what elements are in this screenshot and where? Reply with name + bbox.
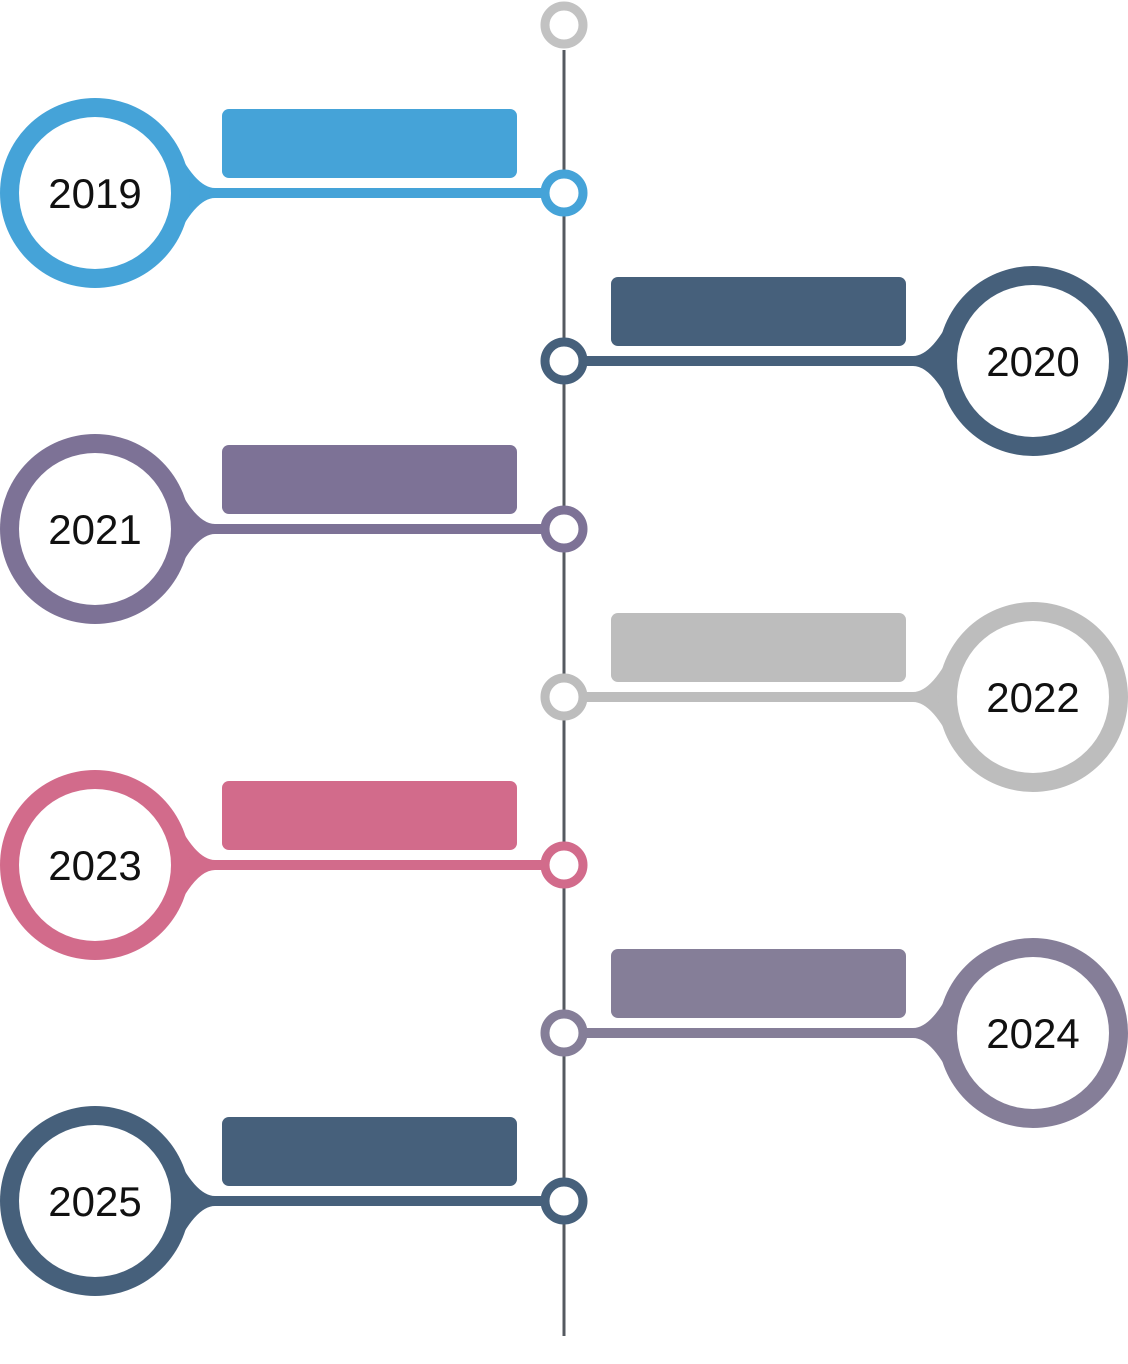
- year-label: 2021: [48, 506, 141, 553]
- timeline-start-node: [540, 1, 588, 49]
- timeline-node: [540, 169, 588, 217]
- timeline-item-2025: 2025: [0, 1106, 588, 1296]
- label-box: [611, 949, 906, 1018]
- year-circle-face: [19, 789, 171, 941]
- label-box: [222, 1117, 517, 1186]
- label-box: [611, 613, 906, 682]
- timeline-node: [540, 673, 588, 721]
- connector-bar: [155, 860, 564, 870]
- year-label: 2019: [48, 170, 141, 217]
- year-circle-face: [957, 285, 1109, 437]
- connector-bar: [564, 692, 973, 702]
- connector-bar: [155, 1196, 564, 1206]
- timeline-item-2021: 2021: [0, 434, 588, 624]
- timeline-item-2022: 2022: [540, 602, 1128, 792]
- timeline-node: [540, 841, 588, 889]
- timeline-item-2024: 2024: [540, 938, 1128, 1128]
- year-label: 2023: [48, 842, 141, 889]
- connector-bar: [155, 188, 564, 198]
- timeline-node: [540, 1177, 588, 1225]
- timeline-node: [540, 1009, 588, 1057]
- year-circle-face: [19, 1125, 171, 1277]
- year-circle-face: [957, 957, 1109, 1109]
- year-circle-face: [19, 453, 171, 605]
- timeline-node: [540, 505, 588, 553]
- label-box: [222, 445, 517, 514]
- year-circle-face: [19, 117, 171, 269]
- connector-bar: [155, 524, 564, 534]
- timeline-items: 2019 2020 2021 2022 2023 2024 2025: [0, 98, 1128, 1296]
- year-label: 2025: [48, 1178, 141, 1225]
- label-box: [222, 109, 517, 178]
- timeline-item-2019: 2019: [0, 98, 588, 288]
- connector-bar: [564, 1028, 973, 1038]
- year-label: 2020: [986, 338, 1079, 385]
- year-label: 2024: [986, 1010, 1079, 1057]
- year-circle-face: [957, 621, 1109, 773]
- timeline-item-2023: 2023: [0, 770, 588, 960]
- timeline-node: [540, 337, 588, 385]
- year-label: 2022: [986, 674, 1079, 721]
- timeline-item-2020: 2020: [540, 266, 1128, 456]
- label-box: [222, 781, 517, 850]
- connector-bar: [564, 356, 973, 366]
- label-box: [611, 277, 906, 346]
